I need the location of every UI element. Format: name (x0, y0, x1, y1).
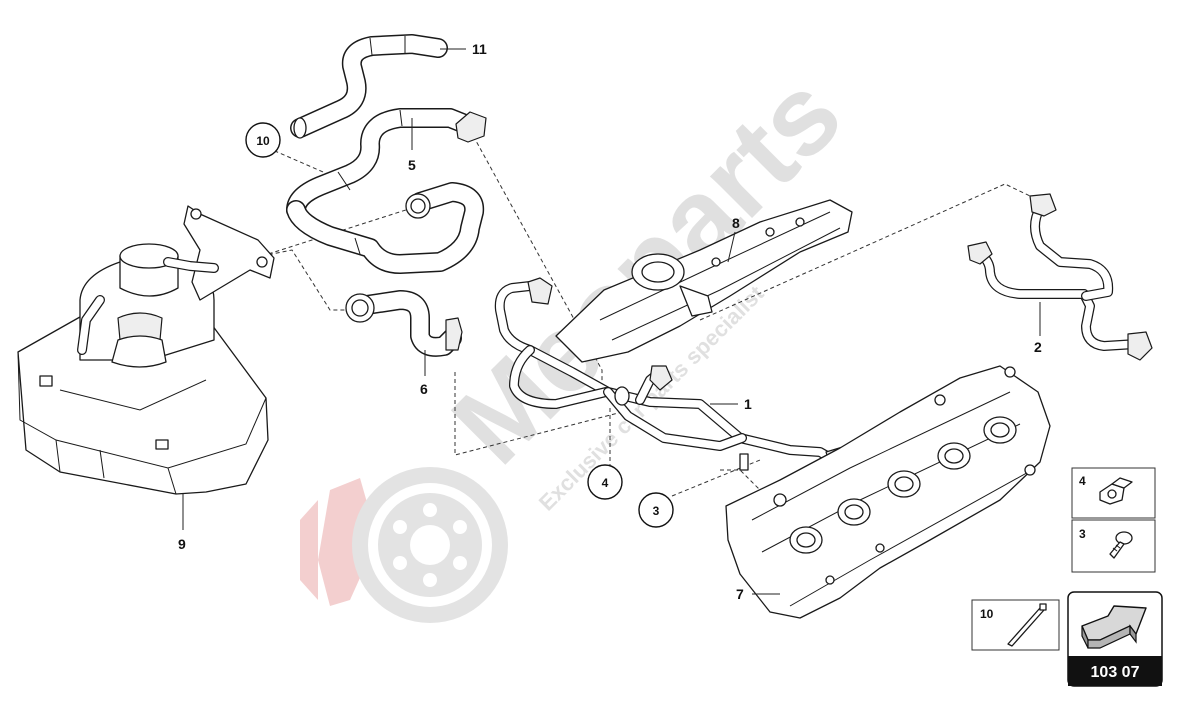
part-6-hose (345, 290, 463, 357)
part-2-hose (967, 193, 1153, 361)
part-1-hose-assembly (494, 277, 863, 485)
reference-code: 103 07 (1091, 664, 1140, 681)
part-11-hose (290, 34, 448, 139)
legend-label-4: 4 (1079, 474, 1086, 488)
part-7-valve-cover (725, 365, 1051, 619)
label-1: 1 (744, 396, 752, 412)
label-6: 6 (420, 381, 428, 397)
valve-cover-ports (789, 416, 1017, 554)
arrow-icon (1081, 605, 1147, 649)
screw-icon (1109, 531, 1133, 559)
callout-circle-4 (587, 464, 623, 500)
label-7: 7 (736, 586, 744, 602)
callout-circle-10 (245, 122, 281, 158)
callouts: 11 10 5 8 2 6 1 4 3 7 9 (178, 41, 1042, 602)
callout-circle-3 (638, 492, 674, 528)
legend-label-3: 3 (1079, 527, 1086, 541)
part-8-cover (555, 199, 853, 363)
legend-label-10: 10 (980, 607, 994, 621)
label-9: 9 (178, 536, 186, 552)
label-5: 5 (408, 157, 416, 173)
part-9-tank (17, 205, 275, 495)
cable-tie-icon (1007, 603, 1047, 647)
watermark-logo (300, 467, 508, 623)
legend-item-10: 10 (971, 599, 1060, 651)
legend-item-4: 4 (1071, 467, 1156, 519)
part-5-hose (286, 108, 487, 274)
label-2: 2 (1034, 339, 1042, 355)
legend-item-3: 3 (1071, 519, 1156, 573)
label-4: 4 (602, 476, 609, 490)
reference-code-bg (1068, 656, 1162, 686)
label-11: 11 (472, 41, 487, 57)
label-8: 8 (732, 215, 740, 231)
label-10: 10 (256, 134, 270, 148)
clip-icon (1099, 477, 1133, 505)
label-3: 3 (653, 504, 660, 518)
reference-box: 103 07 (1067, 591, 1163, 687)
